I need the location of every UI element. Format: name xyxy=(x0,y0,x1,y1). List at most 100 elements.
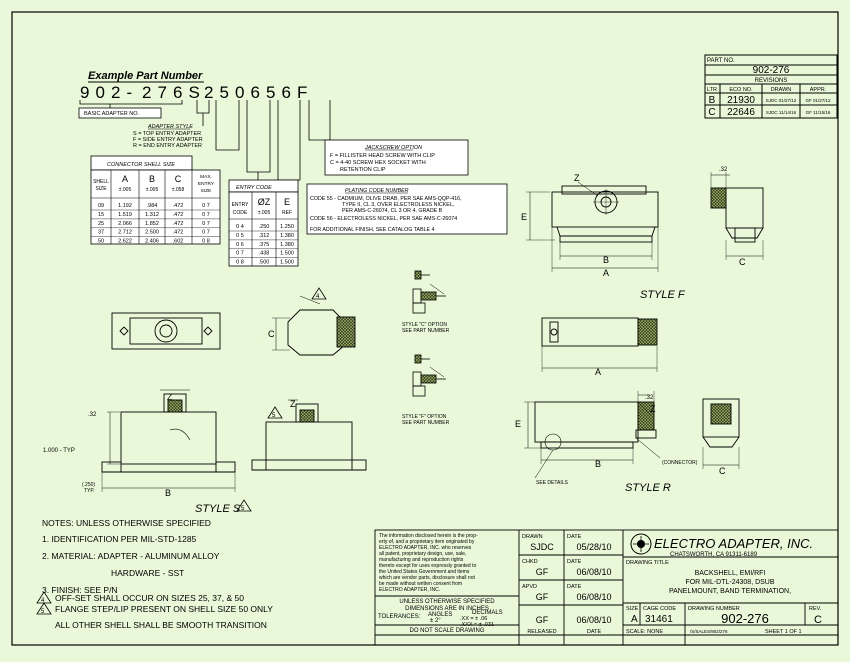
released-date-label: DATE xyxy=(587,629,602,635)
entry-h-code: CODE xyxy=(233,210,248,216)
part-number-char: 6 xyxy=(251,83,260,102)
entry-table-cell: 1.250 xyxy=(280,224,294,230)
adapter-style-legend: ADAPTER STYLE S = TOP ENTRY ADAPTER F = … xyxy=(133,124,203,149)
dim-250-typ: TYP. xyxy=(84,488,94,494)
c-label-r: C xyxy=(719,466,726,476)
rev-header-appr: APPR. xyxy=(810,87,827,93)
entry-table-title: ENTRY CODE xyxy=(236,185,272,191)
part-number-char: 2 xyxy=(111,83,120,102)
size-label: SIZE xyxy=(626,606,639,612)
svg-text:5: 5 xyxy=(41,609,45,615)
note-2: 2. MATERIAL: ADAPTER - ALUMINUM ALLOY xyxy=(42,551,220,561)
svg-text:4: 4 xyxy=(316,294,320,300)
shell-table-cell: 2.712 xyxy=(118,230,132,236)
shell-table-cell: 2.066 xyxy=(118,221,132,227)
rev-c-appr: GF 11/15/16 xyxy=(806,110,831,115)
company-logo-icon xyxy=(630,533,652,555)
e-label-f: E xyxy=(521,212,527,222)
note-5b: ALL OTHER SHELL SHALL BE SMOOTH TRANSITI… xyxy=(55,620,267,630)
warning-triangle-icon: 5 xyxy=(36,602,52,615)
drawn-date: 05/28/10 xyxy=(576,542,611,552)
z-label-f: Z xyxy=(574,173,580,183)
dim-32-r: .32 xyxy=(645,395,654,401)
style-f-option-text: STYLE "F" OPTION SEE PART NUMBER xyxy=(402,414,450,426)
entry-table-cell: .375 xyxy=(259,242,270,248)
style-r-title: STYLE R xyxy=(625,482,671,494)
shell-h-b-tol: ±.005 xyxy=(146,187,159,193)
drawn-date-label: DATE xyxy=(567,534,582,540)
entry-table-cell: 0 5 xyxy=(236,233,244,239)
part-number-char: 2 xyxy=(204,83,213,102)
part-number-char: 9 xyxy=(80,83,89,102)
entry-table-cell: .438 xyxy=(259,251,270,257)
rev-value: C xyxy=(814,614,822,626)
entry-table-cell: .312 xyxy=(259,233,270,239)
svg-text:5: 5 xyxy=(272,413,276,419)
dim-1000: 1.000 - TYP xyxy=(43,448,75,454)
entry-h-e: E xyxy=(284,197,290,207)
prop-line: manufacturing and reproduction rights xyxy=(379,557,464,563)
entry-h-z: ØZ xyxy=(258,197,271,207)
tol-label: TOLERANCES: xyxy=(378,614,421,620)
plating-line-3: PER AMS-C-26074, CL 3 OR 4, GRADE B xyxy=(342,208,443,214)
company-city: CHATSWORTH, CA 91311-6189 xyxy=(670,552,758,558)
entry-table-cell: 1.500 xyxy=(280,260,294,266)
a-label-f: A xyxy=(603,268,609,278)
shell-table-cell: .602 xyxy=(173,239,184,245)
style-f-option-detail xyxy=(412,354,446,397)
chkd-name: GF xyxy=(536,567,549,577)
dim-32-f: .32 xyxy=(719,167,728,173)
style-c-option-detail xyxy=(412,270,446,314)
b-label-r: B xyxy=(595,459,601,469)
rev-b-appr: GF 01/27/12 xyxy=(805,98,831,103)
style-f-opt-see: SEE PART NUMBER xyxy=(402,420,450,426)
style-s-views xyxy=(101,389,367,492)
apvd-date-label: DATE xyxy=(567,584,582,590)
shell-h-a: A xyxy=(122,174,128,184)
part-number-char: 7 xyxy=(158,83,167,102)
z-label-s2: Z xyxy=(290,399,296,409)
part-number-char: 6 xyxy=(282,83,291,102)
adapter-style-line-2: F = SIDE ENTRY ADAPTER xyxy=(133,137,203,143)
part-no-label: PART NO. xyxy=(707,58,735,64)
rev-b-drawn: SJDC 01/27/12 xyxy=(766,98,797,103)
rev-c-ltr: C xyxy=(708,107,715,118)
tol-xx: .XX = ± .06 xyxy=(460,616,487,622)
tol-xxx: .XXX = ± .031 xyxy=(460,622,494,628)
style-f-views xyxy=(526,172,764,272)
adapter-style-title: ADAPTER STYLE xyxy=(147,124,193,130)
part-number-char: 2 xyxy=(142,83,151,102)
dims-note-2: DIMENSIONS ARE IN INCHES xyxy=(405,606,489,612)
chkd-date: 06/08/10 xyxy=(576,567,611,577)
company-name: ELECTRO ADAPTER, INC. xyxy=(654,536,813,551)
example-title: Example Part Number xyxy=(88,70,203,82)
plating-line-1: CODE 55 - CADMIUM, OLIVE DRAB, PER SAE A… xyxy=(310,196,462,202)
plating-code-box: PLATING CODE NUMBER CODE 55 - CADMIUM, O… xyxy=(306,183,508,235)
proprietary-text: The information disclosed herein is the … xyxy=(379,533,478,593)
title-block xyxy=(374,529,839,646)
note-2b: HARDWARE - SST xyxy=(111,568,184,578)
part-number-char: 5 xyxy=(266,83,275,102)
drawn-label: DRAWN xyxy=(522,534,543,540)
shell-table-cell: 1.312 xyxy=(145,212,159,218)
style-s-title: STYLE S xyxy=(195,503,241,515)
shell-table-cell: .984 xyxy=(147,203,158,209)
shell-table-cell: 1.519 xyxy=(118,212,132,218)
shell-table-cell: 09 xyxy=(98,203,104,209)
dim-250: (.250) xyxy=(82,482,95,488)
dim-32-s: .32 xyxy=(88,412,97,418)
b-label-f: B xyxy=(603,255,609,265)
rev-c-eco: 22646 xyxy=(727,107,755,118)
style-f-title: STYLE F xyxy=(640,289,686,301)
prop-line: erty of, and a proprietary item originat… xyxy=(379,539,475,545)
entry-table-cell: 0 6 xyxy=(236,242,244,248)
part-number-char: 5 xyxy=(220,83,229,102)
chkd-date-label: DATE xyxy=(567,559,582,565)
shell-table-cell: 2.500 xyxy=(145,230,159,236)
apvd-label: APVD xyxy=(522,584,537,590)
rev-b-ltr: B xyxy=(709,95,716,106)
entry-table-cell: 1.380 xyxy=(280,233,294,239)
cage-value: 31461 xyxy=(645,614,673,625)
prop-line: ELECTRO ADAPTER, INC. xyxy=(379,587,440,593)
